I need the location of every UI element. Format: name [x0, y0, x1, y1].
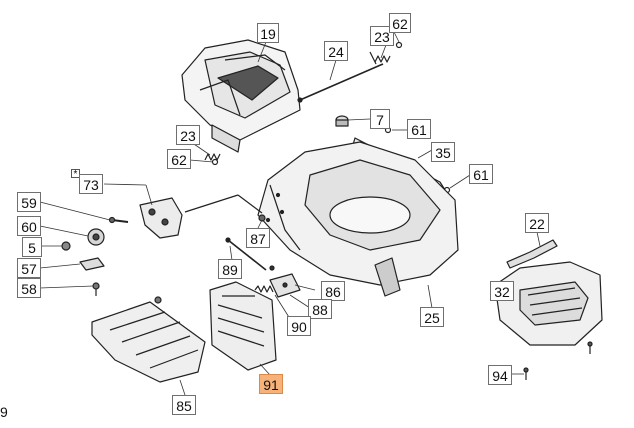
leader-lines	[39, 31, 541, 396]
callout-5: 5	[22, 237, 42, 257]
callout-86: 86	[321, 281, 345, 301]
part-7-knob	[335, 115, 349, 127]
part-23-spring-left	[204, 153, 221, 161]
part-73-bracket	[139, 194, 263, 239]
callout-62-top: 62	[389, 13, 411, 33]
part-23-spring-top	[369, 51, 391, 65]
part-58-screw	[92, 282, 100, 296]
part-62-screw-top	[395, 41, 403, 49]
part-90-spring	[254, 285, 274, 293]
part-22-strip	[506, 239, 558, 269]
part-85-chute	[91, 296, 206, 383]
asterisk-marker: *	[71, 169, 80, 180]
callout-58: 58	[17, 278, 41, 298]
part-32-housing	[494, 261, 603, 346]
callout-62-left: 62	[167, 149, 191, 169]
callout-87: 87	[246, 228, 270, 248]
callout-60: 60	[17, 216, 41, 236]
callout-85: 85	[172, 395, 196, 415]
callout-7: 7	[370, 109, 390, 129]
part-19-catcher-cover	[181, 39, 301, 153]
part-24-rod	[297, 63, 384, 103]
part-89-rod	[225, 237, 267, 271]
part-62-screw-left	[211, 158, 219, 166]
callout-22: 22	[525, 213, 549, 233]
callout-90: 90	[287, 316, 311, 336]
callout-19: 19	[257, 23, 279, 43]
callout-23-top: 23	[370, 26, 394, 46]
part-94-screws	[523, 341, 593, 380]
callout-35: 35	[431, 142, 455, 162]
callout-61-b: 61	[469, 164, 493, 184]
callout-73: 73	[79, 174, 103, 194]
callout-25: 25	[420, 307, 444, 327]
callout-88: 88	[308, 299, 332, 319]
callout-24: 24	[324, 41, 348, 61]
callout-91-highlighted: 91	[259, 374, 283, 394]
callout-57: 57	[17, 258, 41, 278]
part-86-plate	[269, 265, 301, 298]
part-60-gear	[87, 228, 105, 246]
callout-23-left: 23	[176, 125, 200, 145]
callout-32: 32	[490, 281, 514, 301]
part-59-screw	[108, 216, 129, 224]
part-5-nut	[61, 241, 71, 251]
callout-94: 94	[488, 365, 512, 385]
callout-59: 59	[17, 192, 41, 212]
part-91-flap	[209, 281, 277, 371]
callout-89: 89	[218, 259, 242, 279]
part-25-deck	[257, 141, 459, 297]
part-87-pin	[258, 214, 266, 222]
edge-partial-number: 9	[0, 404, 8, 420]
part-57-block	[79, 257, 105, 271]
callout-61-a: 61	[407, 119, 431, 139]
